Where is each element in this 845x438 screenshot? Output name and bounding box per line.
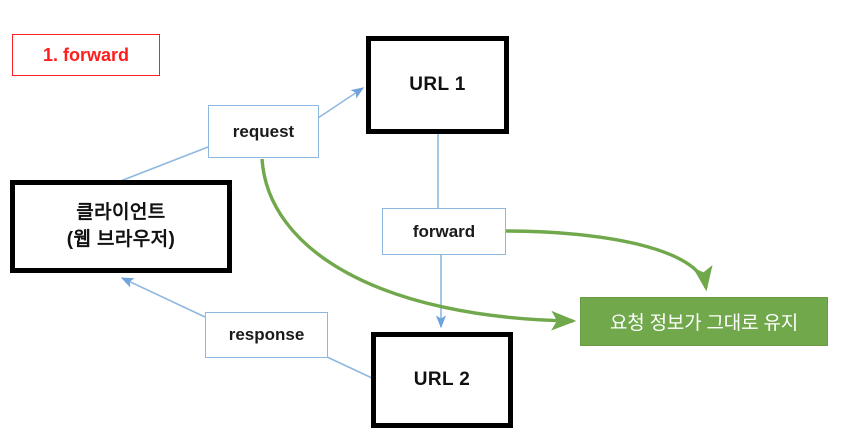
edge-request-to-url1 [317, 87, 365, 119]
node-url2[interactable]: URL 2 [371, 332, 513, 428]
edge-url2-to-response [326, 356, 373, 379]
edge-response-to-client [120, 277, 206, 318]
label-forward[interactable]: forward [382, 208, 506, 255]
node-client[interactable]: 클라이언트 (웹 브라우저) [10, 180, 232, 273]
edge-client-to-request [117, 146, 209, 183]
node-url1[interactable]: URL 1 [366, 36, 509, 134]
node-result-preserved-request[interactable]: 요청 정보가 그대로 유지 [580, 297, 828, 346]
node-client-line1: 클라이언트 [76, 202, 166, 224]
label-request[interactable]: request [208, 105, 319, 158]
node-client-line2: (웹 브라우저) [66, 229, 176, 250]
node-client-text: 클라이언트 (웹 브라우저) [67, 201, 176, 252]
label-response[interactable]: response [205, 312, 328, 358]
legend-step-label: 1. forward [12, 34, 160, 76]
edge-forward-to-result [505, 229, 713, 292]
